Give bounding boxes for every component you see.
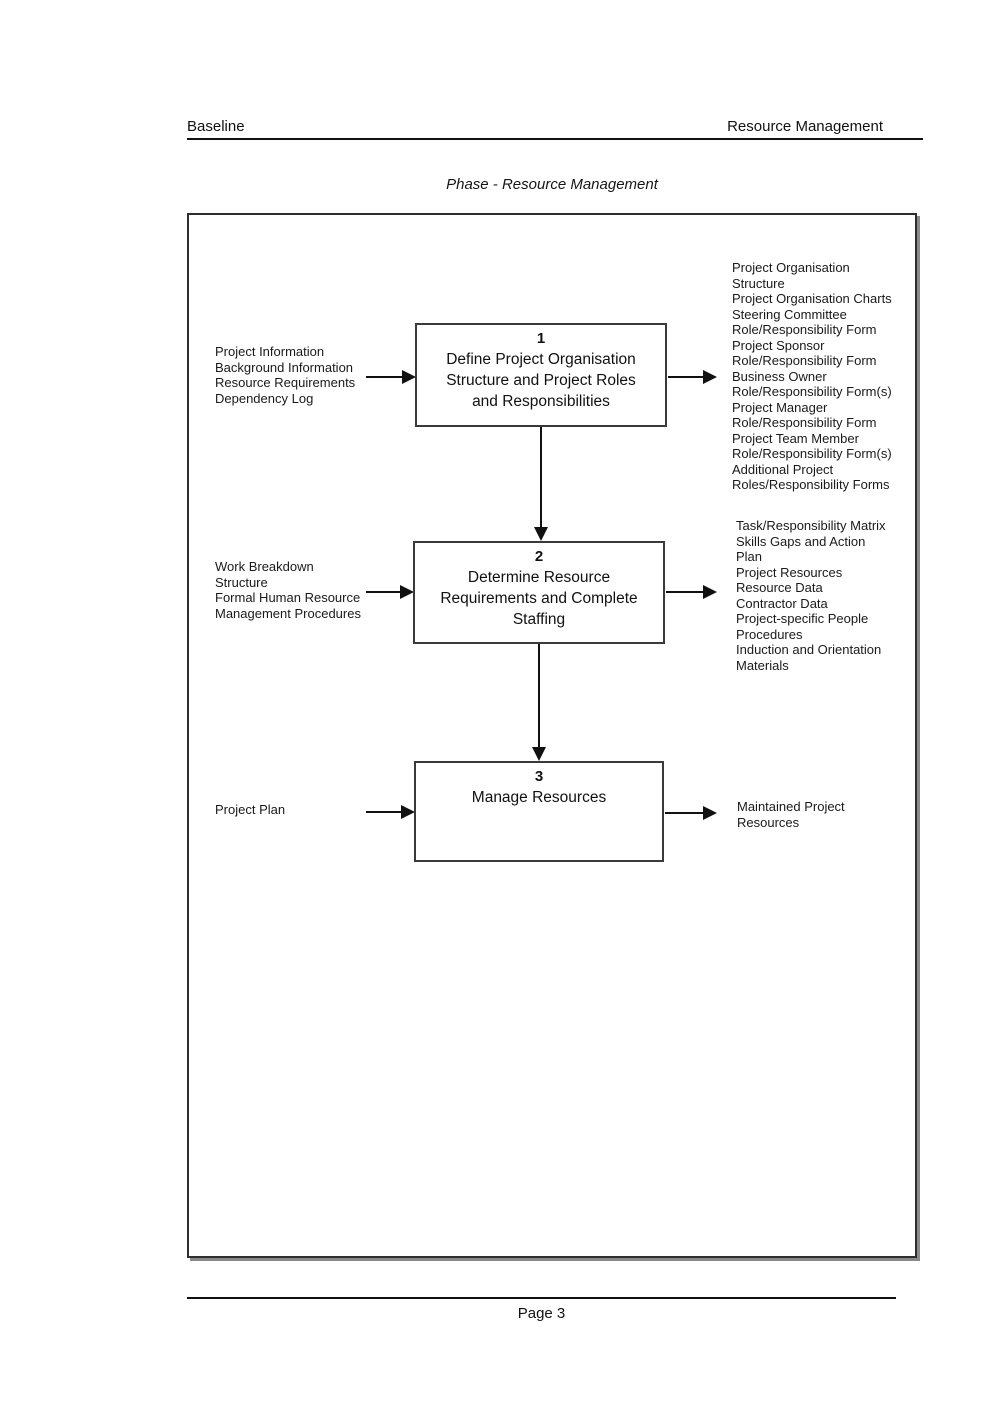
step-1-outputs: Project Organisation Structure Project O…: [732, 260, 892, 492]
process-3-number: 3: [534, 768, 544, 785]
step-3-input-arrow-line: [366, 811, 402, 813]
step-2-inputs: Work Breakdown Structure Formal Human Re…: [215, 559, 361, 621]
step-3-input-arrowhead-right-icon: [401, 805, 415, 819]
connector-2-3-arrowhead-down-icon: [532, 747, 546, 761]
step-1-output-arrow-line: [668, 376, 704, 378]
process-box-2: 2 Determine Resource Requirements and Co…: [413, 541, 665, 644]
step-1-input-arrow-line: [366, 376, 403, 378]
step-2-outputs: Task/Responsibility Matrix Skills Gaps a…: [736, 518, 886, 673]
step-3-inputs: Project Plan: [215, 802, 286, 817]
footer-rule: [187, 1297, 896, 1299]
page-number: Page 3: [517, 1305, 566, 1322]
process-box-1: 1 Define Project Organisation Structure …: [415, 323, 667, 427]
process-2-label: Determine Resource Requirements and Comp…: [440, 569, 638, 628]
page-header: Baseline Resource Management: [187, 118, 923, 140]
connector-1-2-arrowhead-down-icon: [534, 527, 548, 541]
step-2-input-arrowhead-right-icon: [400, 585, 414, 599]
connector-1-2-line: [540, 427, 542, 528]
step-1-inputs: Project Information Background Informati…: [215, 344, 356, 406]
header-right-text: Resource Management: [727, 118, 883, 135]
diagram-title: Phase - Resource Management: [446, 176, 658, 193]
process-1-number: 1: [536, 330, 546, 347]
step-1-output-arrowhead-right-icon: [703, 370, 717, 384]
process-box-3: 3 Manage Resources: [414, 761, 664, 862]
connector-2-3-line: [538, 644, 540, 748]
step-3-output-arrowhead-right-icon: [703, 806, 717, 820]
step-2-output-arrow-line: [666, 591, 704, 593]
header-left-text: Baseline: [187, 118, 245, 135]
process-3-label: Manage Resources: [471, 789, 607, 806]
step-3-outputs: Maintained Project Resources: [737, 799, 845, 830]
process-1-label: Define Project Organisation Structure an…: [446, 351, 636, 410]
step-2-input-arrow-line: [366, 591, 401, 593]
step-3-output-arrow-line: [665, 812, 704, 814]
step-1-input-arrowhead-right-icon: [402, 370, 416, 384]
process-2-number: 2: [534, 548, 544, 565]
step-2-output-arrowhead-right-icon: [703, 585, 717, 599]
